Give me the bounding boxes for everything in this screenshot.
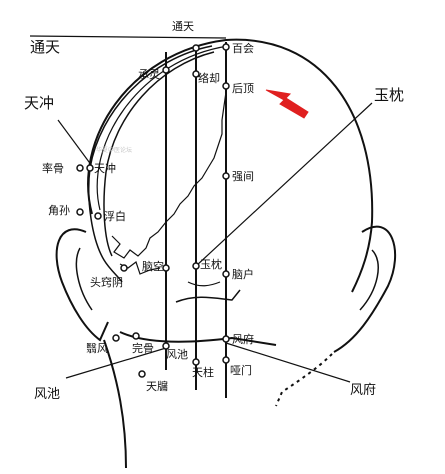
label-yuzhen: 玉枕 (200, 257, 222, 271)
left-ear (55, 228, 109, 342)
point-baihui (222, 43, 230, 51)
point-fengfu (222, 335, 230, 343)
label-tongtian-top: 通天 (172, 20, 194, 33)
right-ear (333, 225, 397, 353)
watermark-text: 华夏中医论坛 (96, 146, 132, 154)
label-tianzhu: 天柱 (192, 365, 214, 379)
occipital-ridge (175, 289, 241, 303)
label-jiaosun: 角孙 (48, 204, 70, 217)
right-ear-inner (359, 249, 379, 311)
occipital-notch (187, 281, 221, 287)
label-fubai: 浮白 (104, 209, 126, 223)
arrow-icon (265, 89, 309, 119)
tongtian-top-leader (29, 35, 227, 39)
label-shuaigu: 率骨 (42, 161, 64, 175)
point-houding (222, 82, 230, 90)
label-qiangjian: 强间 (232, 170, 254, 183)
point-tianchong (86, 164, 94, 172)
label-tianchong-left: 天冲 (24, 94, 54, 112)
head-outline (87, 38, 374, 293)
fengfu-leader (225, 342, 351, 383)
label-fengfu-right: 风府 (350, 383, 376, 398)
point-qiangjian (222, 172, 230, 180)
label-luoque: 络却 (198, 71, 220, 85)
point-chengling (162, 66, 170, 74)
label-naokong: 脑空 (142, 259, 164, 273)
point-yifeng (112, 334, 120, 342)
neck-left (103, 339, 127, 469)
label-houding: 后顶 (232, 82, 254, 95)
point-tianzhu (192, 358, 200, 366)
label-tongtian-left: 通天 (30, 38, 60, 56)
point-wangu (132, 332, 140, 340)
point-luoque (192, 70, 200, 78)
point-tianyou (138, 370, 146, 378)
label-naohu: 脑户 (232, 267, 254, 281)
label-tianchong: 天冲 (94, 161, 116, 175)
gallbladder-line-inner (103, 51, 215, 257)
point-tongtian (192, 44, 200, 52)
fengchi-leader (65, 347, 167, 379)
yuzhen-leader (195, 102, 373, 267)
label-wangu: 完骨 (132, 341, 154, 355)
label-yamen: 哑门 (230, 363, 252, 377)
left-ear-inner (75, 247, 93, 311)
tianchong-leader (57, 119, 93, 167)
point-touqiaoyin (120, 264, 128, 272)
point-yamen (222, 356, 230, 364)
label-yuzhen-right: 玉枕 (374, 86, 404, 104)
label-fengchi-left: 风池 (34, 387, 60, 402)
label-fengchi-point: 风池 (166, 348, 188, 361)
point-yuzhen (192, 262, 200, 270)
label-tianyou: 天牖 (146, 380, 168, 393)
label-fengfu: 风府 (232, 332, 254, 346)
point-naohu (222, 270, 230, 278)
point-fubai (94, 212, 102, 220)
label-touqiaoyin: 头窍阴 (90, 275, 123, 289)
point-jiaosun (76, 208, 84, 216)
point-naokong (162, 264, 170, 272)
lambdoid-suture (111, 80, 227, 259)
point-fengchi (162, 342, 170, 350)
label-chengling: 承灵 (138, 68, 160, 81)
label-yifeng: 翳风 (86, 342, 108, 355)
point-shuaigu (76, 164, 84, 172)
gallbladder-line-outer (88, 45, 213, 283)
label-baihui: 百会 (232, 42, 254, 55)
